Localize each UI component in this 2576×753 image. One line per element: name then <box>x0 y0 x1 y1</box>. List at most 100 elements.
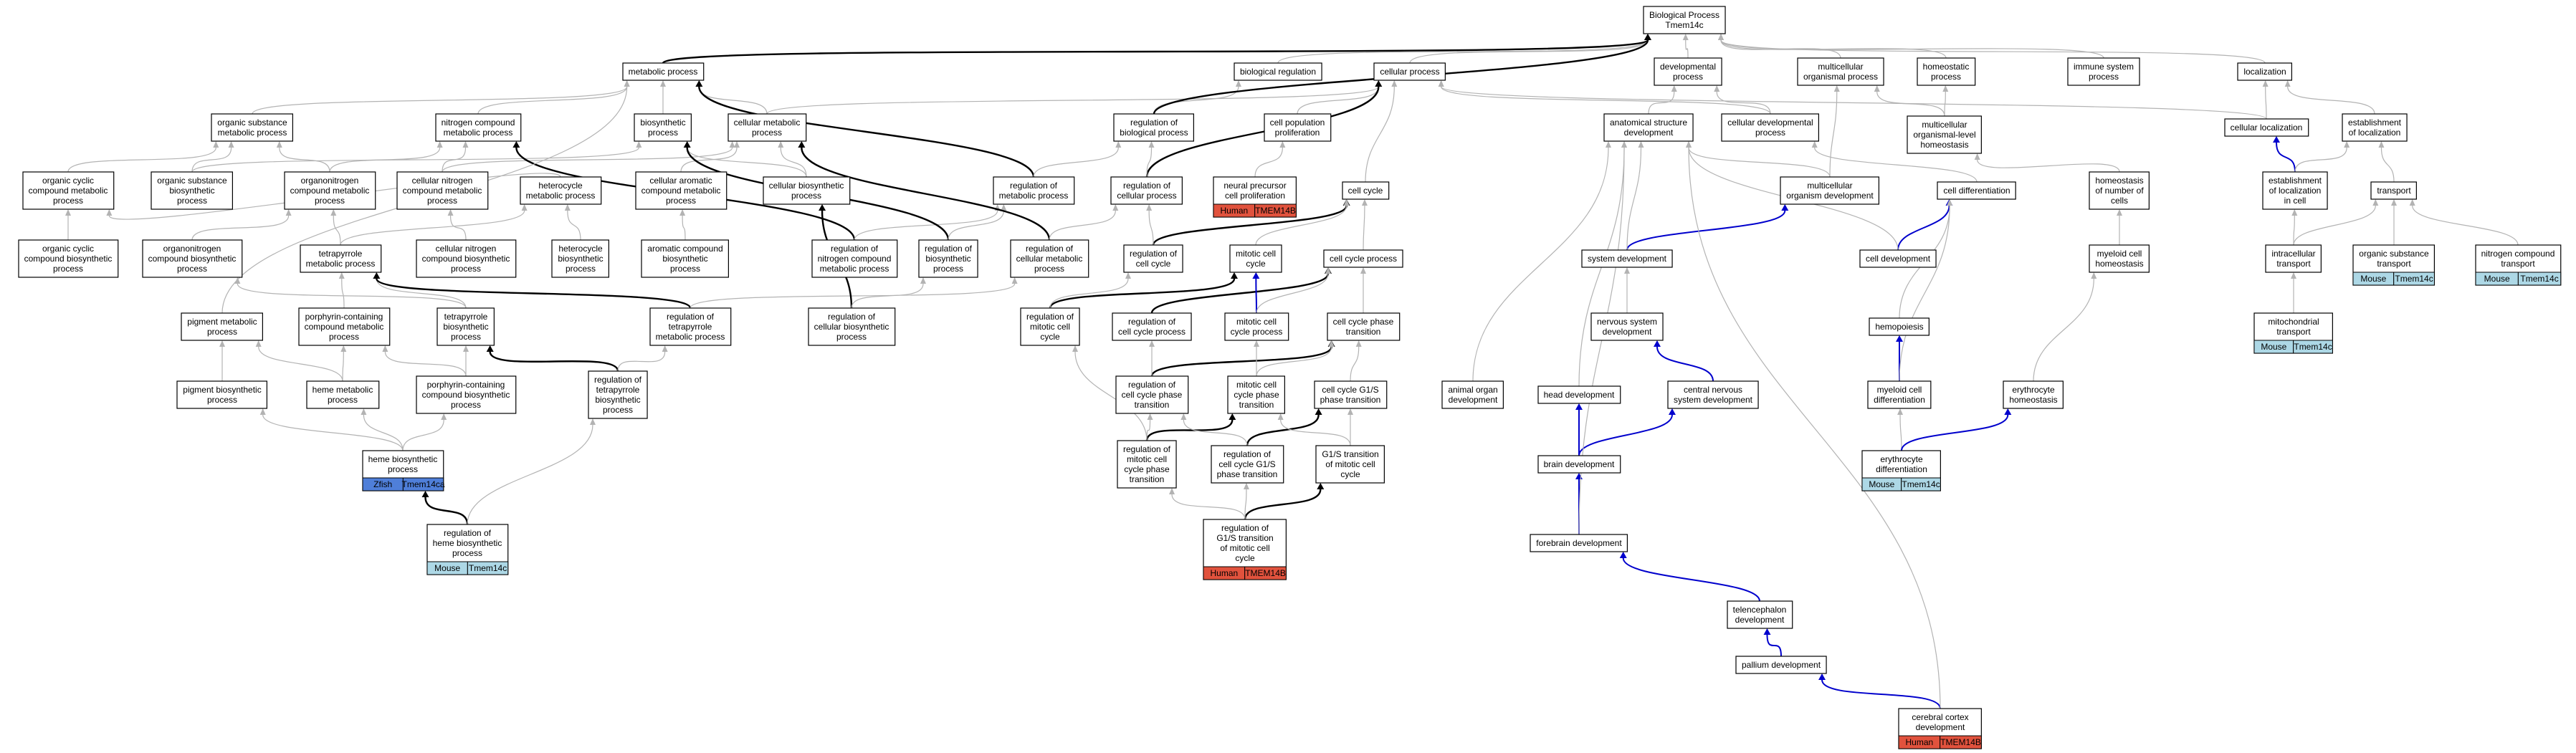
go-term-node-transport[interactable]: transport <box>2370 181 2417 200</box>
go-term-node-cellloc[interactable]: cellular localization <box>2224 118 2309 137</box>
go-term-node-headdev[interactable]: head development <box>1537 385 1621 404</box>
go-term-node-celldev[interactable]: cell development <box>1859 249 1937 268</box>
go-term-node-pallium[interactable]: pallium development <box>1735 656 1827 674</box>
go-term-node-metabolic[interactable]: metabolic process <box>622 62 705 81</box>
node-box <box>284 171 376 210</box>
go-term-node-forebrain[interactable]: forebrain development <box>1530 534 1628 552</box>
node-box <box>18 239 119 278</box>
edge-celldev-to-celldiff <box>1897 199 1953 251</box>
node-label: heme metabolic <box>313 385 373 395</box>
go-term-node-bioreg[interactable]: biological regulation <box>1234 62 1322 81</box>
go-term-node-celldiff[interactable]: cell differentiation <box>1937 181 2016 200</box>
arrowhead <box>2378 141 2385 148</box>
edge-regcell-to-regbio <box>1146 141 1155 178</box>
edge-mitcycle-to-cellcycle <box>1255 199 1350 246</box>
node-box <box>1654 57 1722 86</box>
go-term-node-cellcycleproc[interactable]: cell cycle process <box>1323 249 1403 268</box>
node-box <box>1867 380 1932 409</box>
edge-organonmet-to-nitrogenmet <box>329 141 443 173</box>
go-term-node-cellcycle[interactable]: cell cycle <box>1342 181 1390 200</box>
go-term-node-hemopoiesis[interactable]: hemopoiesis <box>1869 317 1929 336</box>
go-term-node-cellproc[interactable]: cellular process <box>1373 62 1446 81</box>
go-term-node-localization[interactable]: localization <box>2237 62 2292 81</box>
go-term-node-sysdev[interactable]: system development <box>1581 249 1673 268</box>
go-term-node-regtetrabio[interactable]: regulation oftetrapyrrolebiosyntheticpro… <box>588 370 648 419</box>
go-term-node-braindev[interactable]: brain development <box>1537 455 1621 474</box>
